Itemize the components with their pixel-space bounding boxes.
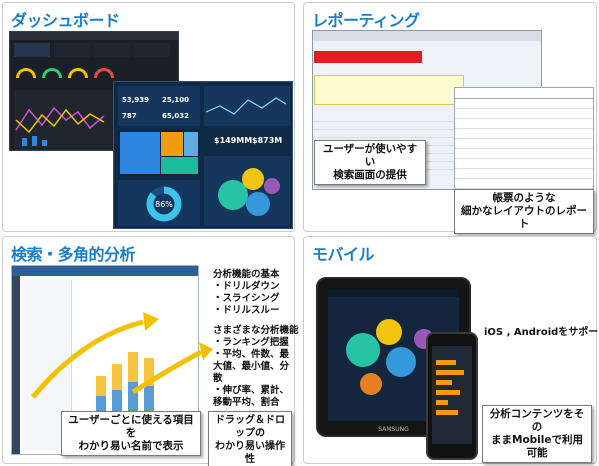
app-sidebar	[12, 276, 20, 454]
treemap-cell	[161, 157, 198, 174]
device-brand: SAMSUNG	[378, 426, 409, 433]
bar-segment	[96, 396, 106, 414]
kpi-value: $149MM	[214, 136, 253, 145]
bubble	[264, 178, 280, 194]
trend-panel	[204, 86, 290, 126]
yellow-arrows	[31, 312, 213, 399]
bar-segment	[128, 382, 138, 410]
callout-search-screen: ユーザーが使いやすい 検索画面の提供	[314, 140, 426, 185]
kpi-tile	[14, 43, 50, 57]
platform-support-text: iOS , Androidをサポート	[484, 327, 599, 338]
method-item: ・ランキング把握	[213, 337, 289, 348]
report-sheet-screenshot	[454, 87, 594, 207]
svg-text:86%: 86%	[155, 200, 173, 209]
kpi-tile	[94, 43, 130, 57]
treemap-cell	[120, 132, 160, 174]
dashboard-toolbar	[10, 32, 178, 40]
callout-line: ユーザーが使いやすい	[322, 143, 418, 168]
donut-chart: 86%	[146, 186, 182, 222]
dashboard-screenshot-blue: 53,939 25,100 787 65,032 $149MM $873M 86…	[113, 81, 293, 229]
callout-line: わかり易い操作性	[215, 441, 285, 465]
callout-report-layout: 帳票のような 細かなレイアウトのレポート	[454, 189, 594, 234]
kpi-tile	[134, 43, 170, 57]
bar-segment	[128, 352, 138, 382]
callout-item-names: ユーザーごとに使える項目を わかり易い名前で表示	[61, 411, 201, 456]
callout-line: わかり易い名前で表示	[78, 440, 184, 452]
analysis-basics-list: 分析機能の基本 ・ドリルダウン ・スライシング ・ドリルスルー	[213, 269, 280, 317]
analysis-title: 検索・多角的分析	[11, 245, 136, 264]
trend-chart	[206, 97, 286, 115]
mobile-panel: モバイル SAMSUNG iOS , Androidをサポート 分析コンテンツを…	[303, 236, 599, 464]
methods-heading: さまざまな分析機能	[213, 325, 299, 336]
treemap-cell	[184, 132, 198, 156]
phone-device	[426, 332, 478, 460]
browser-toolbar	[313, 31, 541, 41]
gauge-chart	[16, 68, 36, 78]
kpi-value: 53,939	[122, 96, 150, 104]
line-chart	[14, 90, 114, 150]
bar-segment	[112, 390, 122, 412]
bubble	[242, 168, 264, 190]
kpi-value: 65,032	[162, 112, 190, 120]
bubble	[360, 373, 382, 395]
analysis-panel: 検索・多角的分析 分析機能の基本 ・ドリルダウン ・スライシング ・ドリルスルー	[2, 236, 299, 466]
callout-mobile-content: 分析コンテンツをその ままMobileで利用可能	[482, 405, 592, 463]
feature-item: ・ドリルダウン	[213, 281, 280, 292]
bubble	[346, 333, 380, 367]
method-item: ・平均、件数、最大値、最小値、分散	[213, 349, 290, 384]
mobile-title: モバイル	[312, 245, 375, 264]
dashboard-title: ダッシュボード	[11, 11, 120, 30]
callout-drag-drop: ドラッグ＆ドロップの わかり易い操作性	[208, 411, 292, 466]
bubble	[386, 347, 416, 377]
callout-line: ドラッグ＆ドロップの	[215, 415, 285, 439]
callout-line: 分析コンテンツをその	[489, 408, 585, 433]
bar-segment	[144, 358, 154, 386]
feature-item: ・ドリルスルー	[213, 305, 280, 316]
callout-line: ままMobileで利用可能	[491, 434, 583, 459]
analysis-methods-list: さまざまな分析機能 ・ランキング把握 ・平均、件数、最大値、最小値、分散 ・伸び…	[213, 325, 299, 409]
callout-line: 帳票のような	[492, 192, 556, 204]
callout-line: ユーザーごとに使える項目を	[68, 414, 194, 439]
bubble	[376, 319, 402, 345]
feature-item: ・スライシング	[213, 293, 280, 304]
kpi-tile	[54, 43, 90, 57]
treemap-cell	[161, 132, 183, 156]
callout-line: 細かなレイアウトのレポート	[461, 205, 587, 230]
kpi-value: 787	[122, 112, 137, 120]
search-form	[314, 75, 464, 105]
red-header-bar	[314, 51, 422, 63]
bar-segment	[112, 364, 122, 390]
bubble	[246, 192, 270, 216]
reporting-title: レポーティング	[312, 11, 420, 30]
gauge-chart	[68, 68, 88, 78]
callout-line: 検索画面の提供	[333, 169, 407, 181]
gauge-chart	[42, 68, 62, 78]
reporting-panel: レポーティング ユーザーが使いやすい 検索画面の提供 帳票のような 細かなレイア…	[303, 2, 597, 234]
method-item: ・伸び率、累計、移動平均、割合	[213, 385, 290, 408]
phone-screen	[432, 346, 472, 444]
bar-segment	[144, 386, 154, 410]
features-heading: 分析機能の基本	[213, 269, 280, 280]
app-toolbar	[12, 266, 198, 276]
kpi-value: $873M	[252, 136, 283, 145]
gauge-chart	[94, 68, 114, 78]
dashboard-panel: ダッシュボード 53,939 25,100 787 65,032	[2, 2, 295, 232]
kpi-panel	[118, 86, 200, 126]
bar-segment	[96, 376, 106, 396]
kpi-value: 25,100	[162, 96, 190, 104]
